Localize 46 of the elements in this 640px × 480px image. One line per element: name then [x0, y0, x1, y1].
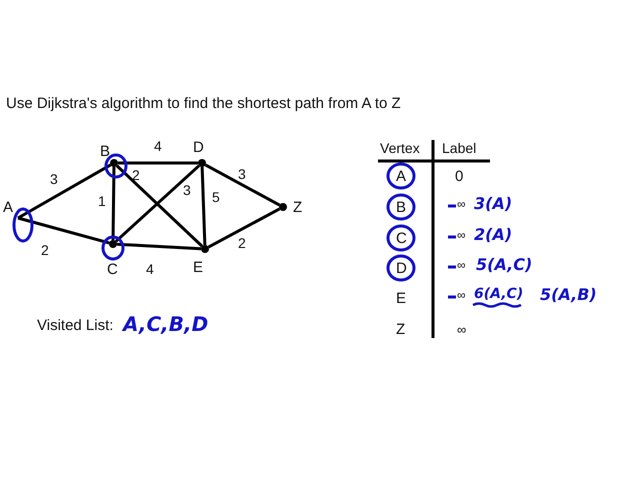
graph-edge	[18, 216, 110, 244]
vertex-label: C	[107, 262, 118, 277]
edge-weight: 1	[98, 194, 106, 208]
handwritten-label: 3(A)	[474, 196, 512, 212]
edge-weight: 4	[154, 139, 162, 153]
column-header: Label	[442, 141, 476, 155]
graph-edge	[208, 208, 280, 248]
handwritten-list: A,C,B,D	[123, 314, 208, 334]
edge-weight: 2	[238, 236, 246, 250]
crossed-out-value: ∞	[457, 198, 466, 210]
edge-weight: 2	[132, 168, 140, 182]
edge-weight: 3	[50, 172, 58, 186]
vertex-label: A	[3, 200, 14, 215]
vertex-name: B	[396, 200, 406, 215]
vertex-name: C	[396, 231, 407, 246]
vertex-label: E	[193, 260, 204, 275]
distance-label: ∞	[457, 323, 466, 336]
graph-edge	[17, 164, 112, 220]
edge-weight: 5	[212, 190, 220, 204]
vertex-label: D	[193, 140, 204, 155]
edge-weight: 4	[146, 262, 154, 276]
crossed-out-label: 6(A,C)	[474, 287, 524, 301]
vertex-name: Z	[396, 322, 406, 337]
handwritten-label: 5(A,B)	[540, 287, 597, 303]
vertex-name: E	[396, 291, 406, 306]
edge-weight: 3	[183, 183, 191, 197]
graph-edge	[204, 164, 280, 206]
crossed-out-value: ∞	[457, 259, 466, 271]
distance-label: 0	[455, 169, 464, 184]
crossed-out-value: ∞	[457, 289, 466, 301]
column-header: Vertex	[380, 141, 420, 155]
graph-edge	[118, 162, 198, 164]
graph-edge	[112, 166, 116, 240]
handwritten-label: 5(A,C)	[476, 257, 532, 273]
vertex-label: B	[100, 144, 110, 159]
edge-weight: 2	[41, 243, 49, 257]
graph-edge	[200, 166, 206, 246]
handwritten-label: 2(A)	[474, 227, 512, 243]
visited-list-label: Visited List:	[37, 318, 114, 333]
graph-edge	[116, 242, 202, 250]
vertex-name: D	[396, 261, 407, 276]
vertex-name: A	[396, 169, 406, 184]
title: Use Dijkstra's algorithm to find the shortest path from A to Z	[6, 96, 401, 111]
vertex-label: Z	[293, 200, 302, 215]
edge-weight: 3	[238, 167, 246, 181]
crossed-out-value: ∞	[457, 229, 466, 241]
